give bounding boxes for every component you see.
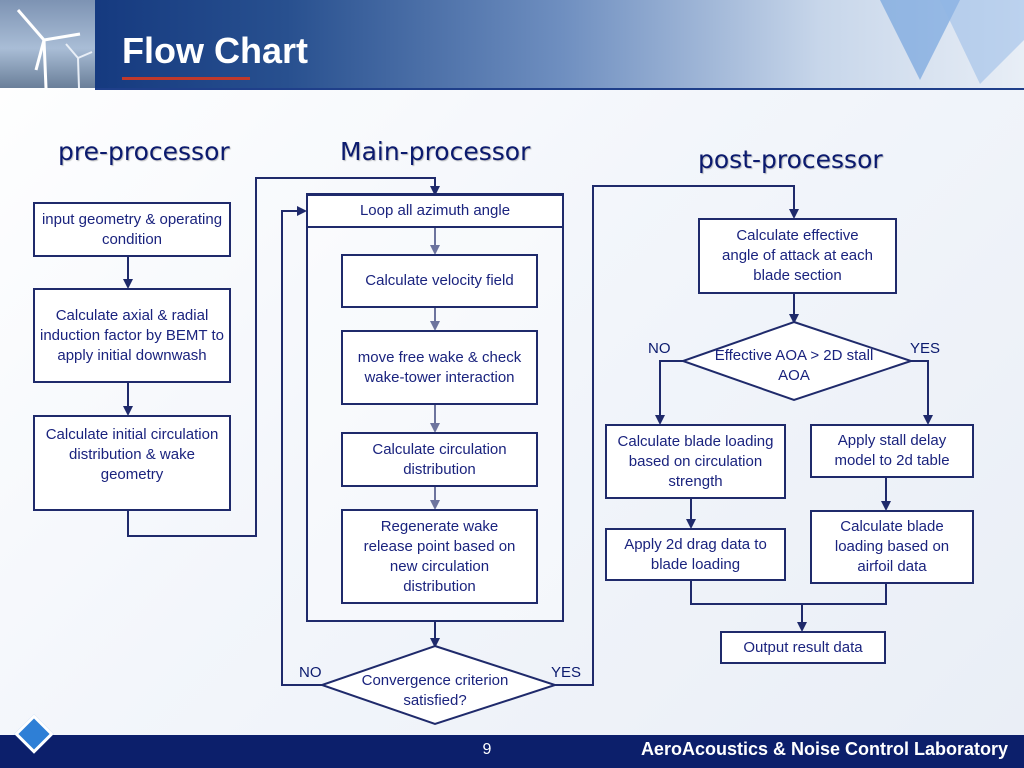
box-blade-loading-circulation-text: Calculate blade loading based on circula… [617, 432, 774, 490]
box-drag-data-text: Apply 2d drag data to blade loading [624, 535, 767, 573]
box-effective-aoa-text: Calculate effective angle of attack at e… [722, 227, 873, 284]
convergence-text: Convergence criterion satisfied? [361, 672, 509, 709]
box-input-geometry: input geometry & operating condition [33, 202, 231, 257]
title-underline [122, 77, 250, 80]
convergence-no-label: NO [299, 664, 322, 681]
convergence-yes-label: YES [551, 664, 582, 681]
box-circulation-text: Calculate circulation distribution [372, 440, 507, 478]
box-output-result-text: Output result data [743, 638, 863, 656]
aoa-decision-yes-label: YES [910, 340, 941, 357]
box-axial-induction: Calculate axial & radial induction facto… [33, 288, 231, 383]
header-divider [95, 88, 1024, 90]
arrow-pre-to-main [127, 177, 440, 537]
arrow-to-output [690, 581, 887, 605]
convergence-diamond [318, 644, 559, 726]
box-effective-aoa: Calculate effective angle of attack at e… [698, 218, 897, 294]
header-decoration [880, 0, 1024, 84]
page-number: 9 [482, 741, 492, 758]
box-axial-induction-text: Calculate axial & radial induction facto… [40, 306, 224, 364]
heading-pre-processor: pre-processor [58, 137, 230, 166]
box-drag-data: Apply 2d drag data to blade loading [605, 528, 786, 581]
box-loop-azimuth: Loop all azimuth angle [306, 194, 564, 228]
box-velocity-field-text: Calculate velocity field [365, 272, 514, 289]
box-loop-azimuth-text: Loop all azimuth angle [359, 202, 511, 219]
box-initial-circulation: Calculate initial circulation distributi… [33, 415, 231, 511]
aoa-decision-diamond [679, 320, 915, 402]
box-regenerate-wake-text: Regenerate wake release point based on n… [363, 517, 516, 595]
box-blade-loading-circulation: Calculate blade loading based on circula… [605, 424, 786, 499]
aoa-decision-no-label: NO [648, 340, 671, 357]
box-free-wake: move free wake & check wake-tower intera… [341, 330, 538, 405]
heading-main-processor: Main-processor [340, 137, 531, 166]
arrow-decision-yes [911, 360, 933, 425]
box-blade-loading-airfoil: Calculate blade loading based on airfoil… [810, 510, 974, 584]
box-free-wake-text: move free wake & check wake-tower intera… [357, 348, 522, 386]
box-stall-delay-text: Apply stall delay model to 2d table [834, 432, 950, 469]
arrow-convergence-yes [555, 185, 799, 686]
box-blade-loading-airfoil-text: Calculate blade loading based on airfoil… [834, 518, 950, 575]
footer-bar [0, 735, 1024, 768]
box-input-geometry-text: input geometry & operating condition [41, 210, 223, 248]
box-stall-delay: Apply stall delay model to 2d table [810, 424, 974, 478]
box-circulation: Calculate circulation distribution [341, 432, 538, 487]
box-regenerate-wake: Regenerate wake release point based on n… [341, 509, 538, 604]
box-initial-circulation-text: Calculate initial circulation distributi… [45, 426, 219, 483]
box-velocity-field: Calculate velocity field [341, 254, 538, 308]
wind-turbine-photo [0, 0, 95, 89]
footer-lab-name: AeroAcoustics & Noise Control Laboratory [640, 739, 1008, 759]
aoa-decision-text: Effective AOA > 2D stall AOA [714, 347, 874, 384]
heading-post-processor: post-processor [698, 145, 883, 174]
box-output-result: Output result data [720, 631, 886, 664]
header-banner [0, 0, 1024, 88]
wind-turbine-icon [16, 9, 93, 89]
arrow-convergence-no [281, 206, 322, 686]
arrow-decision-no [655, 360, 683, 425]
slide-title: Flow Chart [122, 30, 308, 71]
